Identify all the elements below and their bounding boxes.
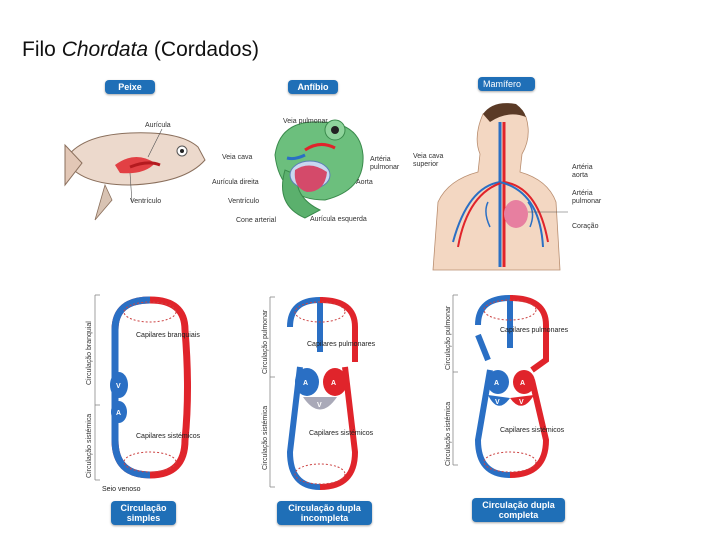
label-coracao: Coração xyxy=(572,223,598,230)
human-illustration xyxy=(428,92,568,270)
badge-circulacao-simples: Circulação simples xyxy=(111,501,176,525)
label-a-3-left: A xyxy=(494,380,499,387)
diagram-single-circulation: Capilares branquiais Capilares sistémico… xyxy=(90,290,210,495)
label-cone-arterial: Cone arterial xyxy=(236,217,276,224)
label-v-3-right: V xyxy=(519,399,524,406)
label-ventriculo-frog: Ventrículo xyxy=(228,198,259,205)
label-v-1: V xyxy=(116,383,121,390)
label-capilares-pulmonares-3: Capilares pulmonares xyxy=(500,327,569,334)
label-circ-pulmonar-3: Circulação pulmonar xyxy=(445,306,452,370)
badge-circulacao-dupla-incompleta: Circulação dupla incompleta xyxy=(277,501,372,525)
label-arteria-pulmonar: Artéria pulmonar xyxy=(370,156,410,171)
diagram-double-incomplete: Capilares pulmonares Capilares sistémico… xyxy=(265,292,380,497)
label-arteria-pulmonar-human: Artéria pulmonar xyxy=(572,190,610,205)
label-capilares-sistemicos-3: Capilares sistémicos xyxy=(500,427,565,434)
label-capilares-branquiais: Capilares branquiais xyxy=(136,332,200,339)
badge-peixe: Peixe xyxy=(105,80,155,94)
label-capilares-sistemicos-2: Capilares sistémicos xyxy=(309,430,374,437)
label-circ-sistemica-2: Circulação sistémica xyxy=(262,406,269,470)
label-ventriculo-fish: Ventrículo xyxy=(130,198,161,205)
page-title: Filo Chordata (Cordados) xyxy=(22,38,259,62)
label-aorta: Aorta xyxy=(356,179,373,186)
label-circ-sistemica-1: Circulação sistémica xyxy=(86,414,93,478)
label-arteria-aorta: Artéria aorta xyxy=(572,164,602,179)
label-auricula: Aurícula xyxy=(145,122,171,129)
label-a-2-left: A xyxy=(303,380,308,387)
label-circ-pulmonar-2: Circulação pulmonar xyxy=(262,310,269,374)
label-v-2: V xyxy=(317,402,322,409)
label-a-2-right: A xyxy=(331,380,336,387)
label-veia-cava: Veia cava xyxy=(222,154,252,161)
badge-circulacao-dupla-completa: Circulação dupla completa xyxy=(472,498,565,522)
label-auricula-direita: Aurícula direita xyxy=(212,179,259,186)
label-seio-venoso: Seio venoso xyxy=(102,486,141,493)
badge-mamifero: Mamífero xyxy=(478,77,535,91)
label-veia-pulmonar: Veia pulmonar xyxy=(283,118,328,125)
diagram-double-complete: Capilares pulmonares Capilares sistémico… xyxy=(448,290,573,495)
label-a-1: A xyxy=(116,410,121,417)
label-circ-sistemica-3: Circulação sistémica xyxy=(445,402,452,466)
label-capilares-sistemicos-1: Capilares sistémicos xyxy=(136,433,201,440)
badge-anfibio: Anfíbio xyxy=(288,80,338,94)
label-circ-branquial: Circulação branquial xyxy=(86,321,93,385)
label-veia-cava-superior: Veia cava superior xyxy=(413,153,448,168)
label-capilares-pulmonares-2: Capilares pulmonares xyxy=(307,341,376,348)
label-v-3-left: V xyxy=(495,399,500,406)
label-auricula-esquerda: Aurícula esquerda xyxy=(310,216,367,223)
label-a-3-right: A xyxy=(520,380,525,387)
